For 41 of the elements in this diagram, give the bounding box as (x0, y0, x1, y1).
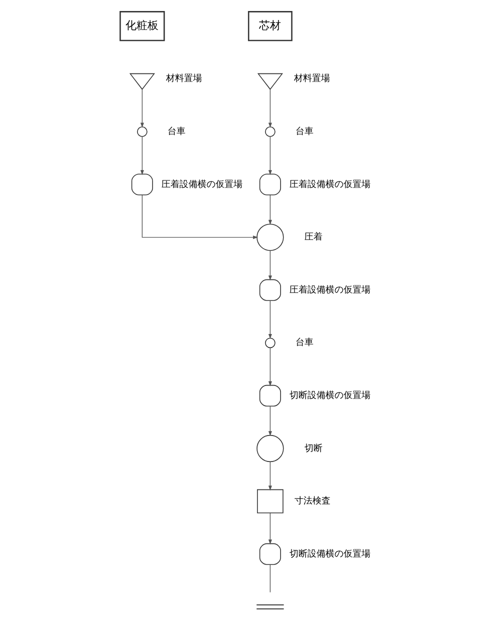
node-label: 寸法検査 (294, 496, 331, 506)
node-triangle (129, 73, 156, 90)
connector (270, 564, 271, 593)
node-label: 材料置場 (294, 73, 330, 84)
arrow (268, 406, 272, 436)
arrow (140, 136, 144, 176)
node-label: 切断設備横の仮置場 (290, 548, 371, 558)
node-triangle (257, 73, 284, 90)
arrow (268, 300, 272, 339)
node-label: 材料置場 (166, 73, 202, 84)
node-label: 切断設備横の仮置場 (290, 390, 371, 400)
node-delay (259, 279, 281, 301)
node-label: 圧着設備横の仮置場 (290, 178, 371, 189)
arrow (268, 194, 272, 225)
node-label: 圧着 (304, 232, 322, 242)
node-delay (131, 174, 153, 196)
node-label: 圧着設備横の仮置場 (162, 178, 243, 189)
node-delay (259, 174, 281, 196)
arrow (142, 194, 258, 240)
node-label: 台車 (296, 126, 314, 136)
node-delay (259, 543, 281, 565)
node-circle (137, 126, 148, 137)
node-circle (256, 434, 284, 462)
node-delay (259, 384, 281, 406)
node-box (257, 489, 284, 514)
node-box: 芯材 (248, 11, 292, 42)
node-label: 圧着設備横の仮置場 (290, 284, 371, 294)
arrow (268, 512, 272, 545)
node-label: 切断 (304, 442, 322, 453)
arrow (268, 88, 272, 128)
arrow (268, 347, 272, 386)
arrow (268, 250, 272, 281)
node-box: 化粧板 (120, 11, 165, 42)
arrow (268, 136, 272, 176)
node-label: 台車 (296, 337, 314, 348)
arrow (268, 461, 272, 491)
node-circle (265, 126, 276, 137)
node-label: 台車 (168, 126, 186, 136)
node-circle (256, 224, 284, 251)
arrow (140, 88, 144, 128)
node-circle (265, 338, 276, 348)
